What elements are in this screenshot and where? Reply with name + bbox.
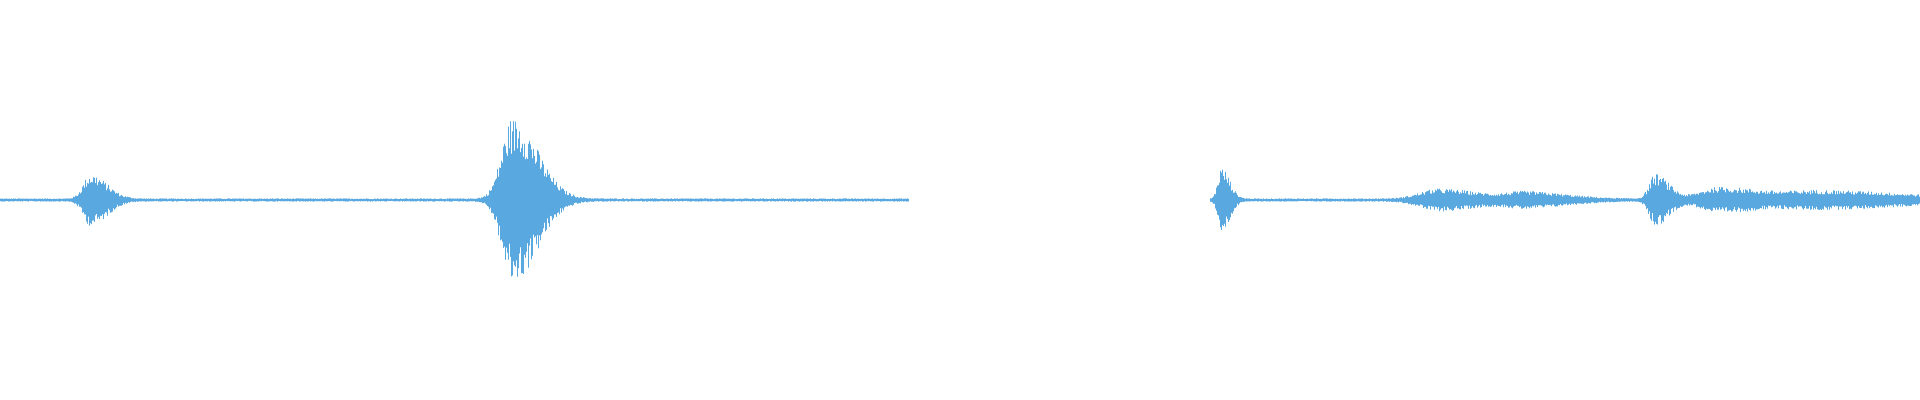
waveform-samples	[0, 121, 1920, 277]
waveform-trace	[0, 121, 1920, 277]
